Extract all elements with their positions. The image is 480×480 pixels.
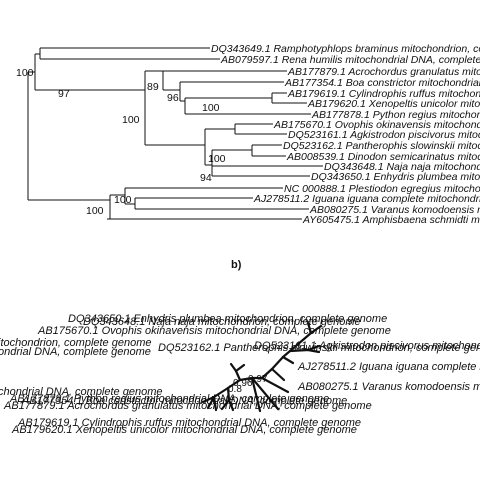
support-value: 100 bbox=[16, 67, 34, 79]
support-value: 100 bbox=[114, 194, 132, 206]
tip-label: DQ343648.1 Naja naja mitochondrion, comp… bbox=[83, 316, 361, 328]
branch bbox=[270, 367, 286, 382]
tip-label: AB177354.1 Boa constrictor mitochondrial… bbox=[21, 395, 347, 407]
tip-label: AB177354.1 Boa constrictor mitochondrial… bbox=[284, 77, 480, 89]
tip-label: AJ278511.2 Iguana iguana complete mitoch… bbox=[253, 193, 480, 205]
tip-label: AB177879.1 Acrochordus granulatus mitoch… bbox=[287, 66, 480, 78]
tip-label: DQ523162.1 Pantherophis slowinskii mitoc… bbox=[158, 342, 480, 354]
tip-label: itochondrion, complete genome bbox=[0, 337, 151, 349]
tip-label: AY605475.1 Amphisbaena schmidti mitochon… bbox=[302, 214, 480, 226]
tip-label: DQ343650.1 Enhydris plumbea mitochondrio… bbox=[311, 171, 480, 183]
tip-label: ondrial DNA, complete genome bbox=[0, 346, 151, 358]
branch bbox=[220, 398, 231, 411]
support-value: 100 bbox=[202, 102, 220, 114]
tip-label: AB079597.1 Rena humilis mitochondrial DN… bbox=[220, 54, 480, 66]
tip-label: AB179620.1 Xenopeltis unicolor mitochond… bbox=[11, 424, 357, 436]
tip-label: AB179619.1 Cylindrophis ruffus mitochond… bbox=[287, 88, 480, 100]
branch bbox=[288, 331, 313, 353]
branch bbox=[212, 395, 218, 412]
tree-b-labels: DQ343650.1 Enhydris plumbea mitochondrio… bbox=[0, 313, 480, 436]
tip-label: NC 000888.1 Plestiodon egregius mitochon… bbox=[284, 183, 480, 195]
tip-label: AB080275.1 Varanus komodoensis mitochond… bbox=[297, 381, 480, 393]
branch bbox=[234, 369, 242, 382]
tree-a bbox=[27, 47, 323, 220]
branch bbox=[250, 376, 262, 413]
tip-label: AB179619.1 Cylindrophis ruffus mitochond… bbox=[17, 417, 361, 429]
support-value: 100 bbox=[208, 153, 226, 165]
tip-label: DQ523161.1 Agkistrodon piscivorus mitoch… bbox=[254, 340, 480, 352]
tip-label: AB177878.1 Python regius mitochondrial D… bbox=[9, 393, 329, 405]
branch bbox=[306, 321, 313, 335]
branch bbox=[270, 355, 285, 371]
branch bbox=[226, 378, 242, 390]
tip-label: AB175670.1 Ovophis okinavensis mitochond… bbox=[273, 119, 480, 131]
branch bbox=[212, 386, 230, 399]
tip-label: DQ523162.1 Pantherophis slowinskii mitoc… bbox=[283, 140, 480, 152]
tip-label: AJ278511.2 Iguana iguana complete mitoch… bbox=[297, 361, 480, 373]
tip-label: AB179620.1 Xenopeltis unicolor mitochond… bbox=[307, 98, 480, 110]
support-value: 100 bbox=[122, 114, 140, 126]
tip-label: AB080275.1 Varanus komodoensis mitochond… bbox=[309, 204, 480, 216]
branch bbox=[234, 363, 246, 373]
tip-label: DQ343650.1 Enhydris plumbea mitochondrio… bbox=[68, 313, 387, 325]
tip-label: AB175670.1 Ovophis okinavensis mitochond… bbox=[37, 325, 391, 337]
tip-label: chondrial DNA, complete genome bbox=[0, 386, 162, 398]
branch bbox=[260, 367, 274, 380]
tip-label: AB177879.1 Acrochordus granulatus mitoch… bbox=[3, 400, 372, 412]
tip-label: DQ343648.1 Naja naja mitochondrion, comp… bbox=[324, 161, 480, 173]
tip-label: AB177878.1 Python regius mitochondrial D… bbox=[311, 109, 480, 121]
tree-a-tip-labels: DQ343649.1 Ramphotyphlops braminus mitoc… bbox=[211, 43, 480, 226]
tree-a-support-values: 100 97 89 96 100 100 100 94 100 100 bbox=[16, 67, 226, 217]
branch bbox=[288, 348, 310, 353]
branch bbox=[281, 349, 292, 359]
support-value: 0.96 bbox=[233, 378, 253, 389]
tip-label: AB008539.1 Dinodon semicarinatus mitocho… bbox=[286, 151, 480, 163]
support-value: 97 bbox=[58, 88, 70, 100]
panel-label-b: b) bbox=[231, 259, 242, 271]
support-value: 0.97 bbox=[248, 374, 268, 385]
branch bbox=[227, 398, 235, 412]
branch bbox=[238, 376, 254, 382]
branch bbox=[306, 348, 321, 354]
support-value: 100 bbox=[86, 205, 104, 217]
support-value: 0.8 bbox=[228, 384, 242, 395]
branch bbox=[250, 376, 280, 411]
branch bbox=[260, 376, 290, 394]
tip-label: DQ343649.1 Ramphotyphlops braminus mitoc… bbox=[211, 43, 480, 55]
branch bbox=[201, 395, 216, 404]
branch bbox=[229, 362, 238, 373]
branch bbox=[206, 395, 216, 410]
tree-b bbox=[201, 321, 323, 413]
branch bbox=[309, 324, 323, 335]
support-value: 94 bbox=[200, 172, 212, 184]
branch bbox=[281, 355, 295, 365]
branch bbox=[226, 386, 231, 402]
support-value: 89 bbox=[147, 81, 159, 93]
tip-label: DQ523161.1 Agkistrodon piscivorus mitoch… bbox=[288, 129, 480, 141]
support-value: 96 bbox=[167, 92, 179, 104]
